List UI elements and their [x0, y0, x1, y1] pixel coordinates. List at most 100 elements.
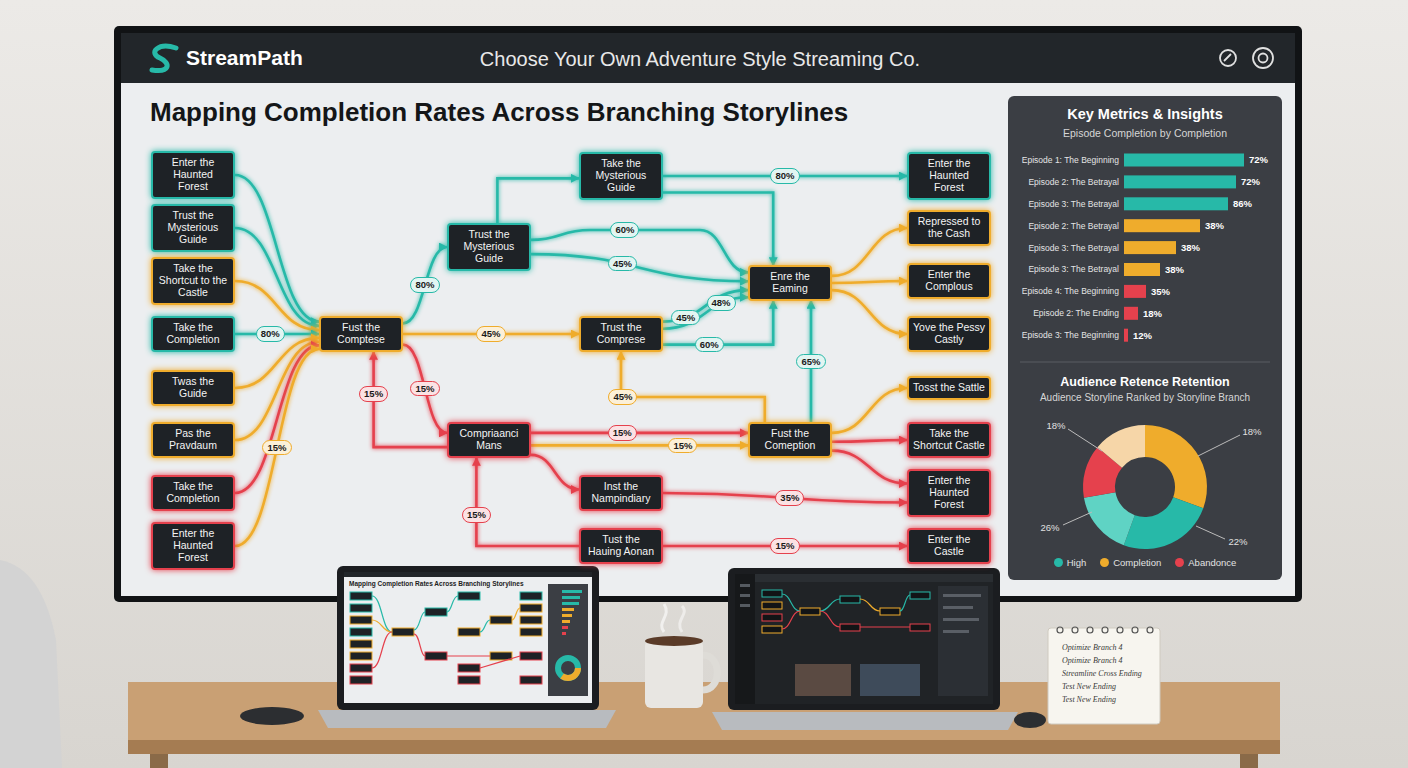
story-node: Enter the Haunted Forest — [151, 522, 235, 569]
rate-badge: 35% — [775, 490, 804, 505]
story-node: Yove the Pessy Castly — [907, 316, 991, 352]
laptop-base — [712, 712, 1018, 730]
spiral-ring — [1102, 627, 1108, 633]
mini-node — [350, 592, 372, 600]
chair — [0, 560, 62, 768]
branch-connector — [476, 458, 579, 546]
mini-donut — [558, 658, 578, 678]
node-label: Enter the Haunted Forest — [913, 475, 985, 510]
bar-label: Episode 3: The Betrayal — [1028, 199, 1119, 209]
bar-value: 12% — [1133, 330, 1152, 341]
bar-label: Episode 2: The Betrayal — [1028, 177, 1119, 187]
mini-diagram — [350, 592, 542, 684]
bar-value: 38% — [1181, 242, 1200, 253]
mini-list — [938, 586, 988, 696]
node-label: Trust the Mysterious Guide — [157, 210, 229, 245]
mini-node — [762, 590, 782, 597]
rate-badge: 45% — [608, 389, 637, 404]
mini-wire — [447, 655, 490, 656]
handwritten-note: Optimize Branch 4 — [1062, 656, 1122, 666]
mini-wire — [372, 620, 392, 632]
node-label: Enter the Haunted Forest — [157, 528, 229, 563]
branch-connector — [832, 290, 907, 334]
story-node: Take the Shortcut to the Castle — [151, 257, 235, 304]
mini-wire — [447, 596, 458, 612]
rate-badge: 15% — [608, 425, 637, 440]
mini-node — [520, 676, 542, 684]
mini-wire — [414, 634, 425, 656]
monitor-frame — [114, 26, 1302, 602]
branch-connector — [235, 281, 319, 330]
mini-diagram — [762, 590, 930, 633]
mini-node — [458, 628, 480, 636]
mini-node — [350, 676, 372, 684]
node-label: Enre the Eaming — [754, 271, 826, 295]
legend-text: Abandonce — [1188, 557, 1236, 568]
node-label: Tosst the Sattle — [913, 382, 985, 394]
rate-badge: 48% — [707, 295, 736, 310]
bar-label: Episode 3: The Betrayal — [1028, 243, 1119, 253]
mini-wire — [860, 626, 910, 627]
video-thumbnail — [860, 664, 920, 696]
bar-value: 18% — [1143, 308, 1162, 319]
bar — [1124, 241, 1176, 254]
laptop-screen — [735, 574, 993, 704]
mini-wire — [414, 612, 425, 630]
mini-bar — [562, 602, 579, 605]
mini-menu — [740, 594, 750, 597]
mini-bar — [562, 590, 582, 593]
mini-node — [350, 640, 372, 648]
mini-wire — [372, 596, 392, 632]
bar-label: Episode 2: The Betrayal — [1028, 221, 1119, 231]
rate-badge: 80% — [410, 277, 439, 292]
legend: High Completion Abandonce — [1010, 557, 1280, 568]
handwritten-note: Streamline Cross Ending — [1062, 669, 1142, 679]
node-label: Pas the Pravdaum — [157, 428, 229, 452]
header-bar — [121, 33, 1295, 83]
spiral-ring — [1087, 627, 1093, 633]
story-node: Pas the Pravdaum — [151, 422, 235, 458]
donut-value: 18% — [1242, 426, 1261, 437]
bar-value: 86% — [1233, 198, 1252, 209]
node-label: Trust the Comprese — [585, 322, 657, 346]
branch-connector — [832, 228, 907, 276]
branch-connector — [531, 432, 748, 435]
rate-badge: 15% — [410, 381, 439, 396]
node-label: Enter the Castle — [913, 534, 985, 558]
mini-node — [520, 616, 542, 624]
story-node: Twas the Guide — [151, 370, 235, 406]
mini-node — [350, 652, 372, 660]
mini-node — [350, 616, 372, 624]
bar — [1124, 285, 1146, 298]
desk-leg — [1240, 754, 1258, 768]
story-node: Inst the Nampindiary — [579, 475, 663, 511]
bar — [1124, 263, 1160, 276]
mini-topbar — [755, 574, 993, 582]
desk-edge — [128, 740, 1280, 754]
branch-connector — [235, 175, 319, 322]
story-node: Enter the Complous — [907, 263, 991, 299]
legend-swatch — [1054, 558, 1063, 567]
leader-line — [1068, 429, 1102, 451]
bar — [1124, 329, 1128, 342]
legend-swatch — [1100, 558, 1109, 567]
mini-wire — [782, 611, 800, 629]
branch-connector — [832, 451, 907, 484]
node-label: Inst the Nampindiary — [585, 481, 657, 505]
branch-connector — [531, 254, 748, 281]
spiral-ring — [1132, 627, 1138, 633]
legend-item: High — [1054, 557, 1087, 568]
branch-connector — [235, 345, 319, 493]
spiral-ring — [1117, 627, 1123, 633]
node-label: Take the Mysterious Guide — [585, 158, 657, 193]
node-label: Take the Completion — [157, 481, 229, 505]
mini-wire — [820, 599, 840, 611]
mini-node — [520, 592, 542, 600]
branch-connector — [531, 444, 748, 447]
rate-badge: 45% — [608, 256, 637, 271]
legend-text: Completion — [1113, 557, 1161, 568]
mini-menu — [740, 604, 750, 607]
laptop-bezel — [728, 568, 1000, 710]
story-node: Take the Shortcut Castle — [907, 422, 991, 458]
